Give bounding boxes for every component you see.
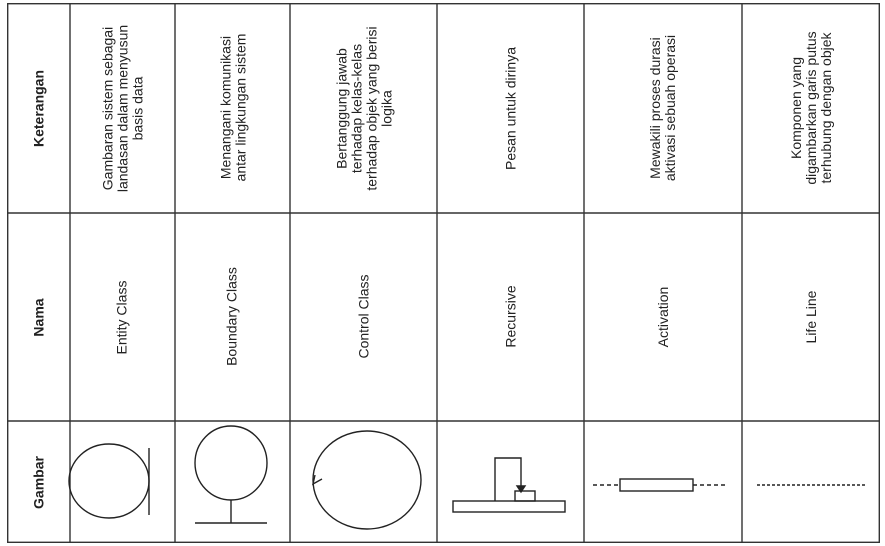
nama-control-class: Control Class <box>355 274 372 359</box>
keterangan-boundary-class: Menangani komunikasi antar lingkungan si… <box>217 33 248 182</box>
boundary-class-icon <box>194 425 268 524</box>
table-grid <box>7 3 880 543</box>
keterangan-recursive: Pesan untuk dirinya <box>502 47 519 170</box>
nama-life-line: Life Line <box>802 290 819 344</box>
keterangan-activation: Mewakili proses durasi aktivasi sebuah o… <box>647 34 678 182</box>
header-nama: Nama <box>30 298 47 337</box>
nama-boundary-class: Boundary Class <box>223 267 240 366</box>
keterangan-life-line: Komponen yang digambarkan garis putus te… <box>787 31 834 185</box>
keterangan-control-class: Bertanggung jawab terhadap kelas-kelas t… <box>333 26 394 191</box>
nama-recursive: Recursive <box>502 285 519 348</box>
header-keterangan: Keterangan <box>30 69 47 148</box>
uml-symbol-table: Keterangan Nama Gambar Gambaran sistem s… <box>7 3 880 543</box>
recursive-message-icon <box>452 457 566 513</box>
table-border <box>7 3 880 543</box>
control-class-icon <box>311 430 422 530</box>
entity-class-icon <box>68 443 150 519</box>
nama-entity-class: Entity Class <box>113 280 130 355</box>
header-gambar: Gambar <box>30 456 47 509</box>
activation-bar-icon <box>593 478 727 492</box>
nama-activation: Activation <box>654 286 671 348</box>
keterangan-entity-class: Gambaran sistem sebagai landasan dalam m… <box>99 24 146 193</box>
